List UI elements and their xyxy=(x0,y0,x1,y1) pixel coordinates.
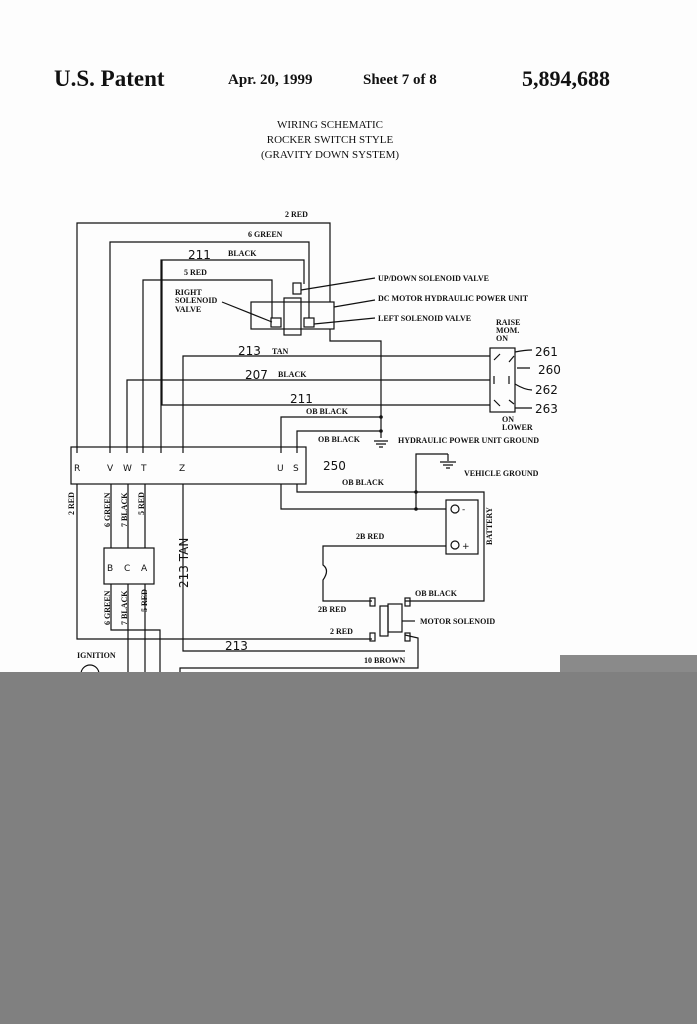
plug-b: B xyxy=(107,564,113,574)
terminal-block xyxy=(70,446,307,485)
ref-262: 262 xyxy=(535,383,558,397)
wire-label: OB BLACK xyxy=(306,407,349,416)
wire-label: 2 RED xyxy=(330,627,353,636)
component-label: LOWER xyxy=(502,423,533,432)
wire-label: 207 xyxy=(245,368,268,382)
patent-date: Apr. 20, 1999 xyxy=(228,72,313,88)
patent-label: U.S. Patent xyxy=(54,66,165,91)
wire-label: OB BLACK xyxy=(342,478,385,487)
component-label: VEHICLE GROUND xyxy=(464,469,539,478)
wire-label: 6 GREEN xyxy=(248,230,283,239)
wire-label: OB BLACK xyxy=(415,589,458,598)
wire-label: 2B RED xyxy=(318,605,346,614)
component-label: DC MOTOR HYDRAULIC POWER UNIT xyxy=(378,294,529,303)
wire-label: 213 xyxy=(225,639,248,653)
rocker-switch xyxy=(489,347,533,413)
wire-label: 10 BROWN xyxy=(364,656,405,665)
gray-overlay xyxy=(0,672,697,1024)
wire-label: 213 TAN xyxy=(177,538,191,588)
wire-label: 5 RED xyxy=(140,589,149,612)
wire-label: BLACK xyxy=(228,249,257,258)
terminal-s: S xyxy=(293,464,299,474)
wire-label: 213 xyxy=(238,344,261,358)
component-label: MOTOR SOLENOID xyxy=(420,617,495,626)
ref-261: 261 xyxy=(535,345,558,359)
wire-label: 7 BLACK xyxy=(120,590,129,625)
terminal-r: R xyxy=(74,464,80,474)
plug-connector xyxy=(103,547,155,585)
component-label: RIGHT xyxy=(175,288,202,297)
terminal-v: V xyxy=(107,464,114,474)
wire-label: 5 RED xyxy=(137,492,146,515)
ref-260: 260 xyxy=(538,363,561,377)
terminal-u: U xyxy=(277,464,284,474)
gray-overlay xyxy=(560,655,697,675)
motor-solenoid xyxy=(369,597,415,642)
battery-plus: + xyxy=(462,542,470,552)
ref-263: 263 xyxy=(535,402,558,416)
component-label: MOM. xyxy=(496,326,519,335)
component-label: SOLENOID xyxy=(175,296,217,305)
component-label: RAISE xyxy=(496,318,520,327)
wire-label: 6 GREEN xyxy=(103,492,112,527)
diagram-title-1: WIRING SCHEMATIC xyxy=(276,119,384,131)
wire-label: TAN xyxy=(272,347,289,356)
ground-symbols xyxy=(374,415,456,511)
battery-minus: - xyxy=(462,505,465,515)
wire-label: 5 RED xyxy=(184,268,207,277)
wires xyxy=(76,222,490,672)
wire-label: OB BLACK xyxy=(318,435,361,444)
sheet-number: Sheet 7 of 8 xyxy=(363,72,437,88)
component-label: HYDRAULIC POWER UNIT GROUND xyxy=(398,436,539,445)
patent-number: 5,894,688 xyxy=(522,66,610,91)
terminal-z: Z xyxy=(179,464,185,474)
terminal-w: W xyxy=(123,464,132,474)
plug-c: C xyxy=(124,564,130,574)
wire-label: 211 xyxy=(290,392,313,406)
wire-label: 6 GREEN xyxy=(103,590,112,625)
wire-label: 2 RED xyxy=(67,492,76,515)
component-label: BATTERY xyxy=(485,507,494,545)
diagram-title-3: (GRAVITY DOWN SYSTEM) xyxy=(260,149,400,161)
wire-label: 2 RED xyxy=(285,210,308,219)
wire-label: 211 xyxy=(188,248,211,262)
component-label: VALVE xyxy=(175,305,201,314)
wire-label: BLACK xyxy=(278,370,307,379)
component-label: UP/DOWN SOLENOID VALVE xyxy=(378,274,489,283)
component-label: ON xyxy=(496,334,508,343)
plug-a: A xyxy=(141,564,148,574)
hydraulic-power-unit xyxy=(221,277,376,336)
wire-label: 2B RED xyxy=(356,532,384,541)
component-label: LEFT SOLENOID VALVE xyxy=(378,314,471,323)
wire-label: 7 BLACK xyxy=(120,492,129,527)
component-label: IGNITION xyxy=(77,651,116,660)
terminal-t: T xyxy=(140,464,147,474)
component-label: ON xyxy=(502,415,514,424)
battery xyxy=(445,499,479,555)
diagram-title-2: ROCKER SWITCH STYLE xyxy=(266,134,394,146)
ref-250: 250 xyxy=(323,459,346,473)
